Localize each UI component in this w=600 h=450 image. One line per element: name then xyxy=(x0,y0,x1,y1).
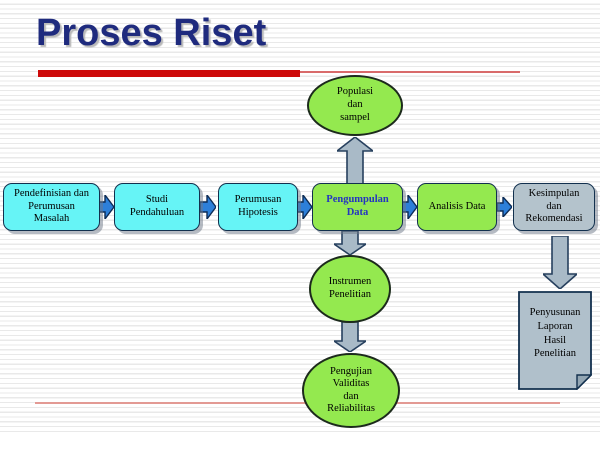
flow-arrow-down-pengujian-icon xyxy=(334,322,366,352)
flow-arrow-right-4-icon xyxy=(401,195,417,219)
folded-document-icon xyxy=(518,291,592,390)
flow-box-analisis-data: Analisis Data xyxy=(417,183,497,231)
flow-ellipse-pengujian-label: Pengujian Validitas dan Reliabilitas xyxy=(327,365,375,414)
background-bottom-strip xyxy=(0,433,600,450)
flow-arrow-up-populasi-icon xyxy=(337,137,373,184)
flow-box-studi-pendahuluan: Studi Pendahuluan xyxy=(114,183,200,231)
flow-ellipse-pengujian: Pengujian Validitas dan Reliabilitas xyxy=(302,353,400,428)
flow-arrow-right-5-icon xyxy=(497,197,512,217)
flow-box-studi-pendahuluan-label: Studi Pendahuluan xyxy=(129,194,185,218)
flow-ellipse-populasi-label: Populasi dan sampel xyxy=(336,86,374,123)
flow-box-perumusan-hipotesis-label: Perumusan Hipotesis xyxy=(234,194,282,218)
flow-box-pendefinisian: Pendefinisian dan Perumusan Masalah xyxy=(3,183,100,231)
flow-box-analisis-data-label: Analisis Data xyxy=(428,200,486,212)
flow-box-pengumpulan-data: Pengumpulan Data xyxy=(312,183,403,231)
flow-arrow-right-3-icon xyxy=(296,195,312,219)
flow-ellipse-instrumen-label: Instrumen Penelitian xyxy=(328,276,372,300)
flow-box-kesimpulan-label: Kesimpulan dan Rekomendasi xyxy=(525,187,583,225)
flow-document-laporan-label: Penyusunan Laporan Hasil Penelitian xyxy=(529,307,581,360)
flow-ellipse-instrumen: Instrumen Penelitian xyxy=(309,255,391,323)
flow-ellipse-populasi: Populasi dan sampel xyxy=(307,75,403,136)
flow-arrow-right-1-icon xyxy=(98,195,114,219)
title-underline-thin xyxy=(300,71,520,73)
footer-rule xyxy=(35,402,560,404)
flow-arrow-right-2-icon xyxy=(200,195,216,219)
flow-box-kesimpulan: Kesimpulan dan Rekomendasi xyxy=(513,183,595,231)
flow-arrow-down-laporan-icon xyxy=(543,236,577,289)
title-underline-bar xyxy=(38,70,300,77)
flow-box-perumusan-hipotesis: Perumusan Hipotesis xyxy=(218,183,298,231)
flow-document-laporan: Penyusunan Laporan Hasil Penelitian xyxy=(518,291,592,390)
flow-box-pengumpulan-data-label: Pengumpulan Data xyxy=(326,194,389,218)
slide-title: Proses Riset xyxy=(36,12,267,54)
flow-box-pendefinisian-label: Pendefinisian dan Perumusan Masalah xyxy=(14,187,89,225)
flow-arrow-down-instrumen-icon xyxy=(334,231,366,255)
